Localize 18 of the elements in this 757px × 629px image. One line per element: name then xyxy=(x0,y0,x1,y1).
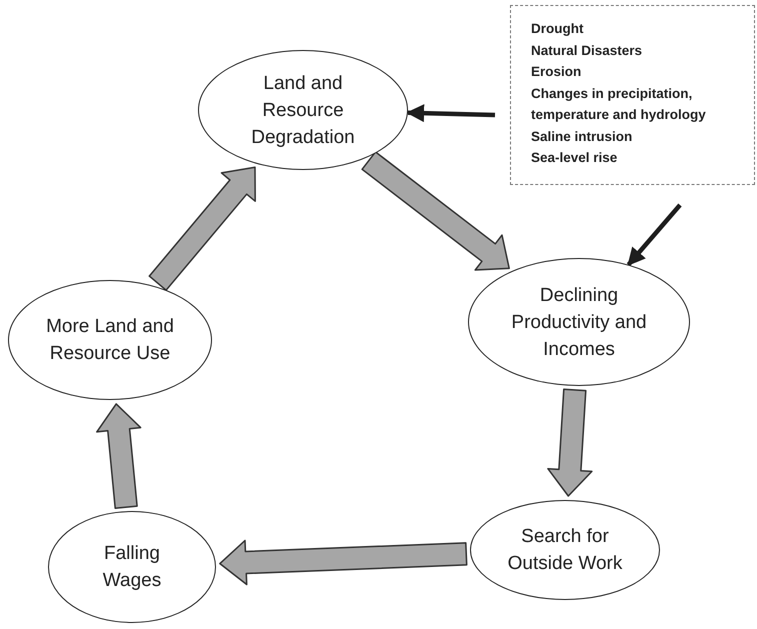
node-label: Land and Resource Degradation xyxy=(250,72,356,150)
arrow xyxy=(626,204,682,266)
list-item: Sea-level rise xyxy=(531,149,618,167)
block-arrow xyxy=(547,388,593,497)
block-arrow xyxy=(361,151,510,271)
node-label: Search for Outside Work xyxy=(506,525,624,576)
arrow xyxy=(406,104,496,122)
node-label: More Land and Resource Use xyxy=(45,315,175,366)
node-label: Falling Wages xyxy=(102,542,162,593)
list-item: Changes in precipitation, temperature and hydrology xyxy=(531,84,707,124)
block-arrow xyxy=(96,403,142,509)
dashed-box xyxy=(510,5,755,185)
list-item: Erosion xyxy=(531,63,582,81)
block-arrow xyxy=(148,166,256,291)
node-label: Declining Productivity and Incomes xyxy=(510,284,648,362)
list-item: Saline intrusion xyxy=(531,128,634,146)
list-item: Natural Disasters xyxy=(531,42,644,60)
list-item: Drought xyxy=(531,20,584,38)
